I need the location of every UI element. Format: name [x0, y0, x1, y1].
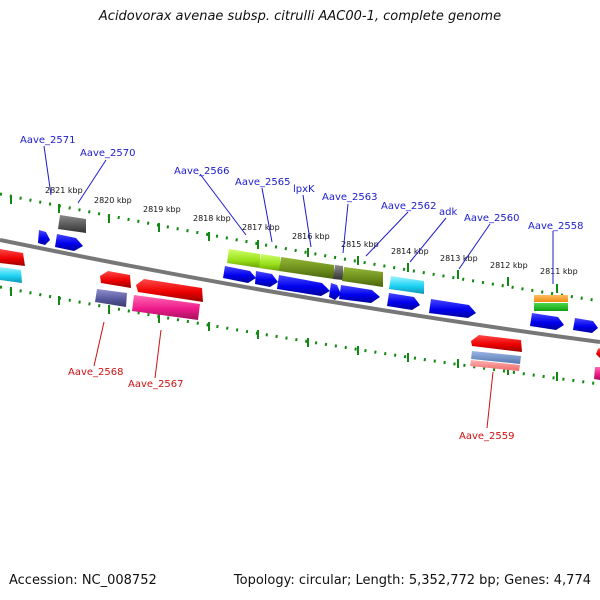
gene-label[interactable]: Aave_2571 [20, 135, 76, 146]
feature-box[interactable] [259, 254, 280, 271]
gene-arrow[interactable] [573, 318, 598, 333]
gene-label[interactable]: Aave_2562 [381, 201, 437, 212]
genome-summary-text: Topology: circular; Length: 5,352,772 bp… [233, 573, 591, 588]
gene-arrow[interactable] [530, 313, 564, 330]
kbp-label: 2817 kbp [242, 223, 280, 232]
feature-box[interactable] [594, 367, 600, 380]
kbp-label: 2814 kbp [391, 247, 429, 256]
gene-arrow[interactable] [223, 266, 256, 283]
gene-arrow[interactable] [339, 285, 380, 303]
gene-label[interactable]: Aave_2565 [235, 177, 291, 188]
reverse-features [95, 289, 600, 380]
gene-label[interactable]: Aave_2563 [322, 192, 378, 203]
gene-arrow[interactable] [38, 230, 50, 245]
feature-box[interactable] [471, 351, 521, 364]
gene-arrow[interactable] [596, 348, 600, 358]
gene-label[interactable]: lpxK [293, 184, 315, 195]
kbp-label: 2813 kbp [440, 254, 478, 263]
feature-box[interactable] [534, 303, 568, 311]
accession-text: Accession: NC_008752 [9, 573, 157, 588]
gene-label[interactable]: Aave_2568 [68, 367, 124, 378]
kbp-label: 2812 kbp [490, 261, 528, 270]
genome-backbone [0, 238, 600, 344]
feature-box[interactable] [333, 265, 343, 280]
feature-box[interactable] [279, 257, 334, 279]
kbp-label: 2816 kbp [292, 232, 330, 241]
feature-box[interactable] [132, 295, 200, 320]
gene-arrow[interactable] [387, 293, 420, 310]
feature-box[interactable] [389, 276, 424, 294]
gene-arrow[interactable] [429, 299, 476, 318]
gene-label[interactable]: Aave_2558 [528, 221, 584, 232]
gene-label[interactable]: Aave_2567 [128, 379, 184, 390]
feature-box[interactable] [470, 360, 520, 371]
gene-label[interactable]: adk [439, 207, 457, 218]
forward-gene-labels: Aave_2571 Aave_2570 Aave_2566 Aave_2565 … [20, 135, 584, 232]
gene-label[interactable]: Aave_2559 [459, 431, 515, 442]
gene-label[interactable]: Aave_2566 [174, 166, 230, 177]
forward-genes [38, 230, 598, 333]
kbp-label: 2818 kbp [193, 214, 231, 223]
feature-box[interactable] [58, 215, 86, 233]
feature-box[interactable] [95, 289, 127, 307]
kbp-label: 2815 kbp [341, 240, 379, 249]
gene-arrow[interactable] [329, 283, 341, 300]
gene-arrow[interactable] [100, 271, 131, 288]
gene-arrow[interactable] [277, 275, 330, 296]
feature-box[interactable] [534, 295, 568, 302]
outer-major-ticks [10, 195, 558, 293]
kbp-label: 2811 kbp [540, 267, 578, 276]
feature-box[interactable] [342, 267, 383, 287]
gene-arrow[interactable] [255, 271, 278, 287]
kbp-label: 2821 kbp [45, 186, 83, 195]
gene-label[interactable]: Aave_2560 [464, 213, 520, 224]
gene-label[interactable]: Aave_2570 [80, 148, 136, 159]
label-leader-lines [43, 145, 554, 429]
gene-arrow[interactable] [471, 335, 522, 352]
inner-major-ticks [10, 287, 558, 381]
gene-arrow[interactable] [55, 234, 83, 251]
gene-arrow[interactable] [0, 249, 25, 266]
reverse-genes [0, 249, 600, 358]
page-title: Acidovorax avenae subsp. citrulli AAC00-… [98, 9, 502, 24]
forward-features [58, 215, 568, 311]
reverse-gene-labels: Aave_2568 Aave_2567 Aave_2559 [68, 367, 515, 442]
kbp-label: 2819 kbp [143, 205, 181, 214]
gene-arrow[interactable] [136, 279, 203, 302]
feature-box[interactable] [227, 249, 260, 268]
gene-arrow[interactable] [0, 267, 22, 283]
kbp-label: 2820 kbp [94, 196, 132, 205]
